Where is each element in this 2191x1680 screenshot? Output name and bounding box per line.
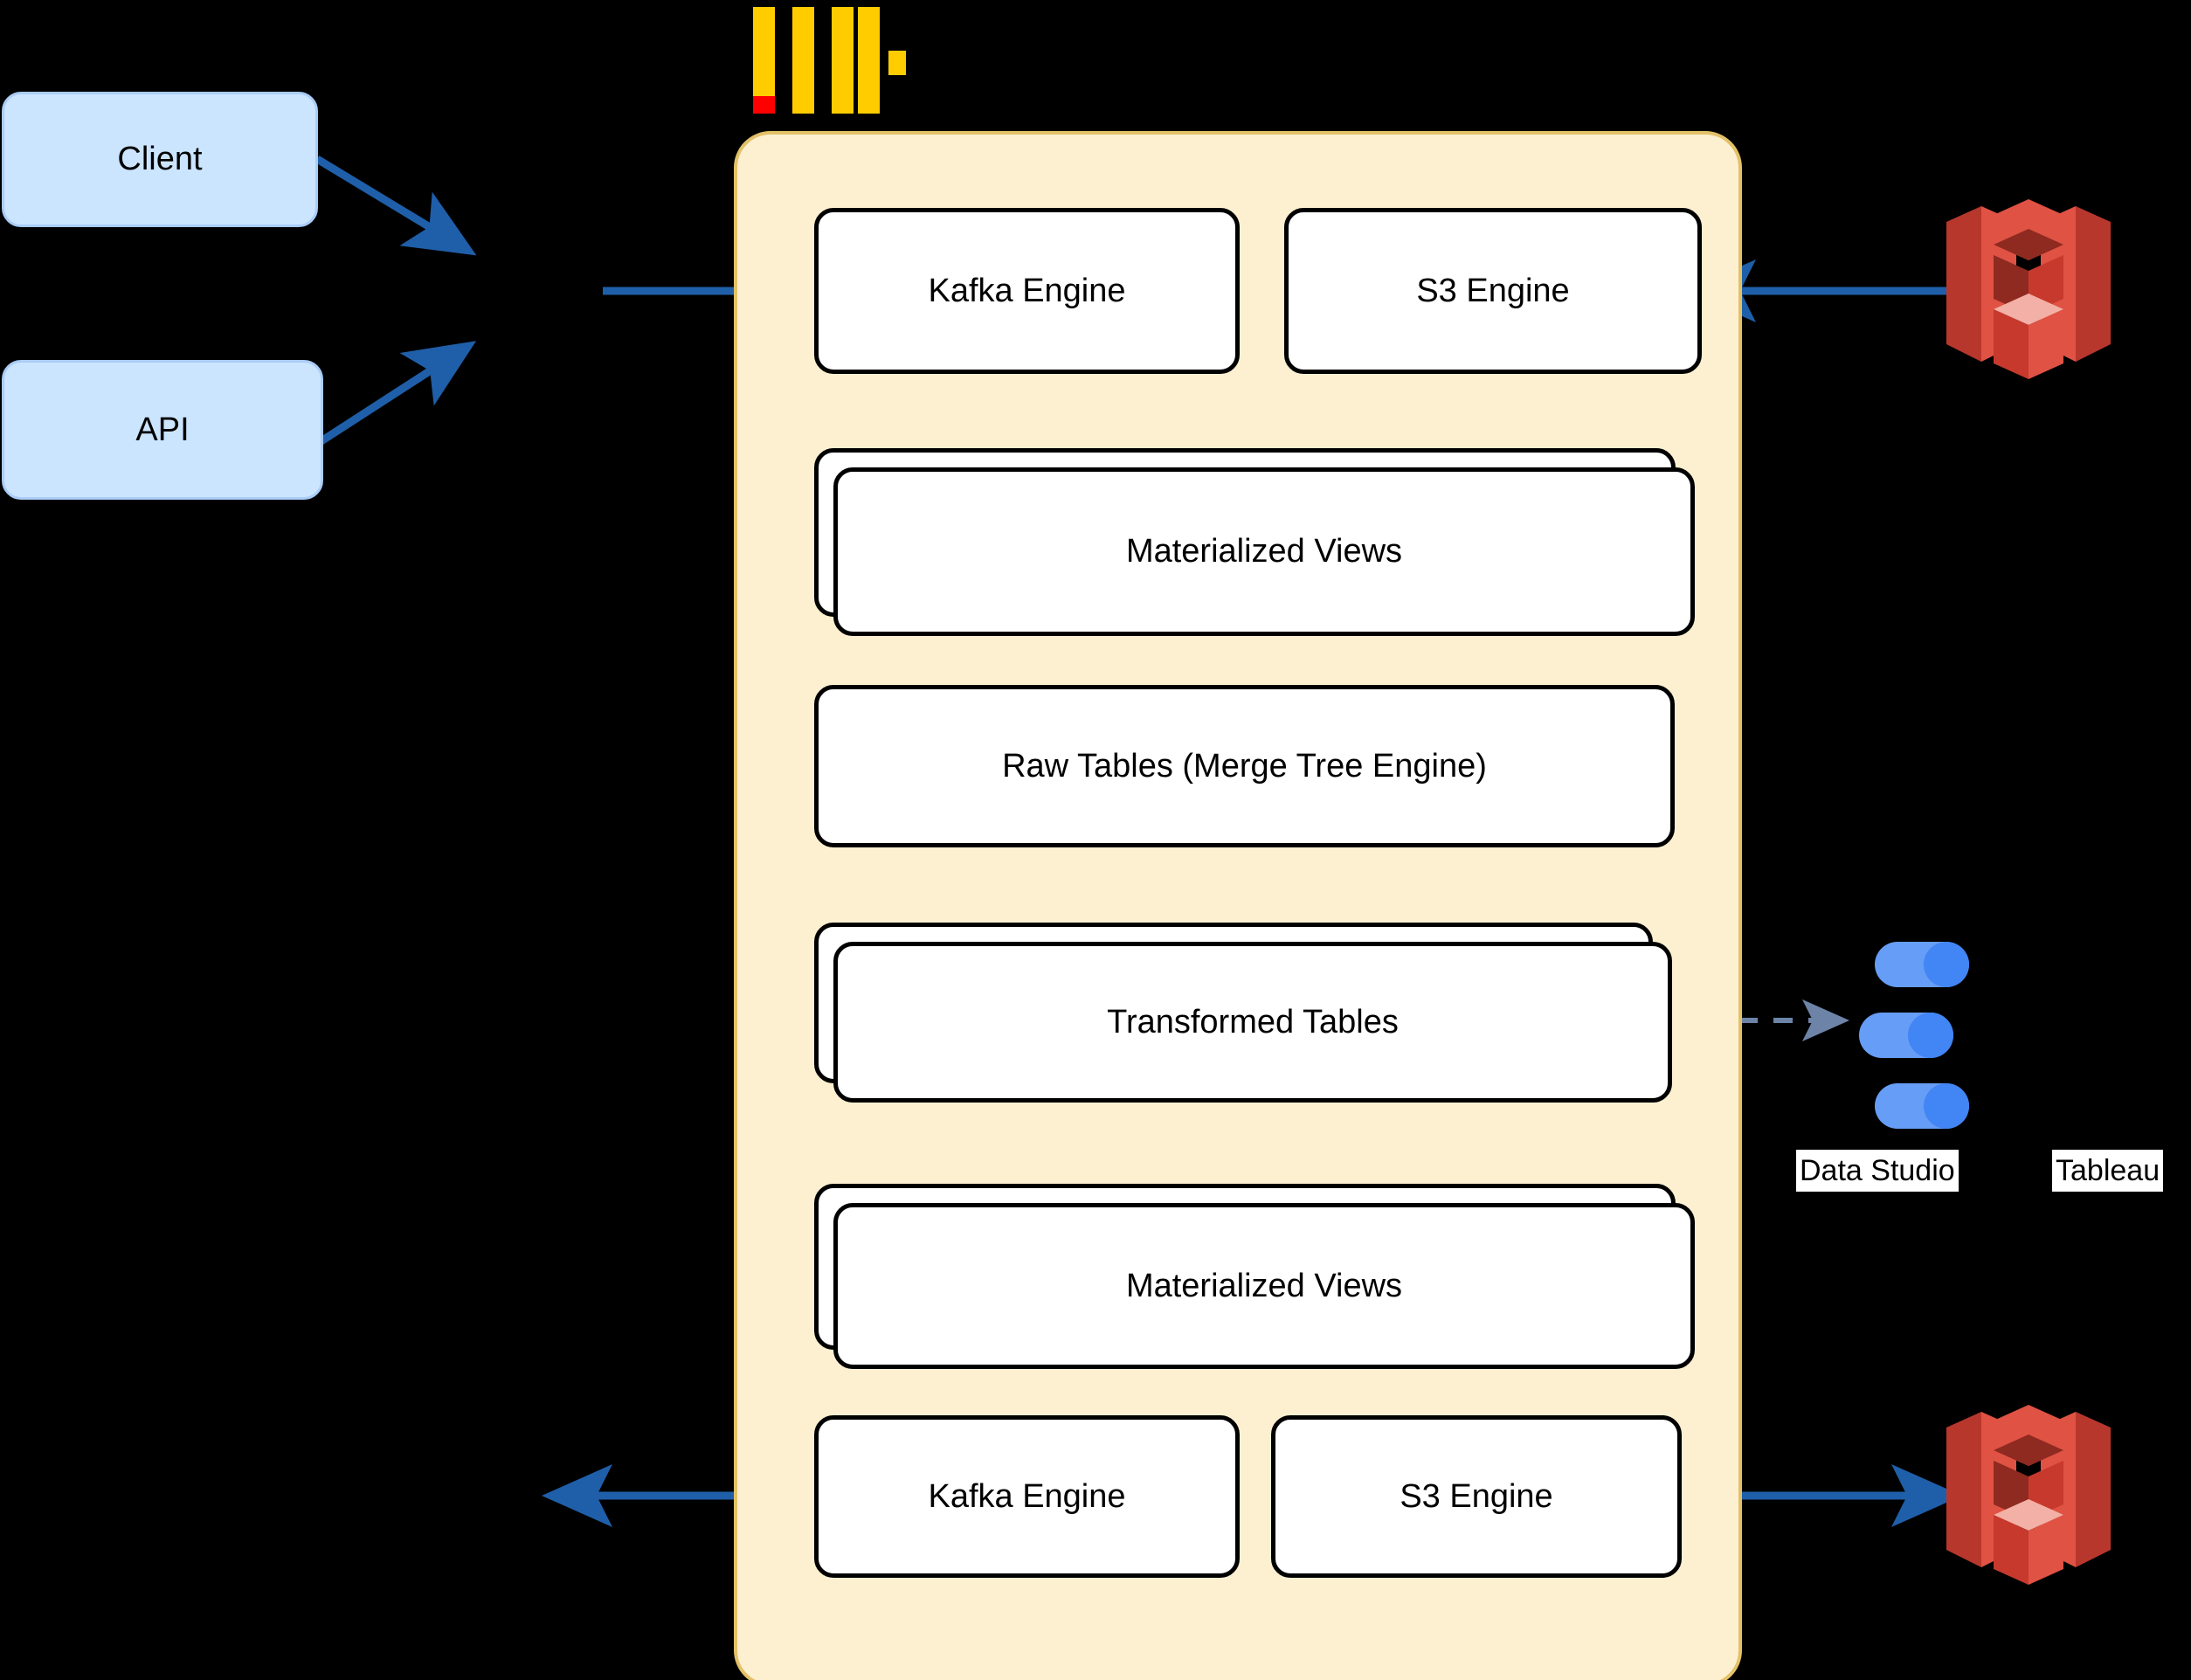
node-label-kafka-engine-in: Kafka Engine [928,272,1126,309]
clickhouse-logo-bar-2 [792,7,814,114]
clickhouse-logo-bar-3 [832,7,854,114]
node-label-transformed-tables: Transformed Tables [1107,1003,1399,1040]
data-studio-icon [1859,942,1969,1130]
data-studio-pill-cap [1924,1083,1969,1129]
node-materialized-views-2[interactable]: Materialized Views [814,1184,1695,1369]
node-label-materialized-views-1: Materialized Views [1125,533,1403,570]
data-studio-pill-cap [1924,942,1969,987]
node-label-kafka-engine-out: Kafka Engine [928,1477,1126,1515]
edge-api-to-junction [314,341,477,447]
clickhouse-logo [753,7,906,114]
node-label-raw-tables: Raw Tables (Merge Tree Engine) [1002,747,1487,785]
node-label-s3-engine-in: S3 Engine [1416,272,1570,309]
node-label-materialized-views-2: Materialized Views [1125,1267,1403,1304]
stack-front-layer: Materialized Views [833,467,1695,636]
clickhouse-logo-bar-4 [858,7,880,114]
source-box-api[interactable]: API [2,360,323,500]
node-materialized-views-1[interactable]: Materialized Views [814,448,1695,636]
data-studio-pill-top [1875,942,1969,987]
aws-s3-icon [1946,199,2111,379]
aws-s3-icon [1946,1405,2111,1585]
clickhouse-logo-bar-1 [753,7,775,114]
node-s3-engine-in[interactable]: S3 Engine [1284,208,1702,374]
data-studio-pill-bottom [1875,1083,1969,1129]
node-label-s3-engine-out: S3 Engine [1400,1477,1553,1515]
data-studio-label: Data Studio [1796,1150,1959,1192]
data-studio-pill-cap [1908,1013,1953,1058]
node-kafka-engine-in[interactable]: Kafka Engine [814,208,1240,374]
stack-front-layer: Transformed Tables [833,942,1672,1103]
data-studio-pill-middle [1859,1013,1953,1058]
clickhouse-logo-accent [753,96,775,114]
source-label-client: Client [117,141,203,177]
stack-front-layer: Materialized Views [833,1203,1695,1369]
source-label-api: API [135,411,190,448]
tableau-label: Tableau [2052,1150,2164,1192]
node-raw-tables[interactable]: Raw Tables (Merge Tree Engine) [814,685,1675,847]
clickhouse-logo-dot [888,51,906,75]
node-s3-engine-out[interactable]: S3 Engine [1271,1415,1682,1578]
node-kafka-engine-out[interactable]: Kafka Engine [814,1415,1240,1578]
edge-client-to-junction [314,156,477,256]
source-box-client[interactable]: Client [2,92,318,227]
node-transformed-tables[interactable]: Transformed Tables [814,923,1672,1103]
